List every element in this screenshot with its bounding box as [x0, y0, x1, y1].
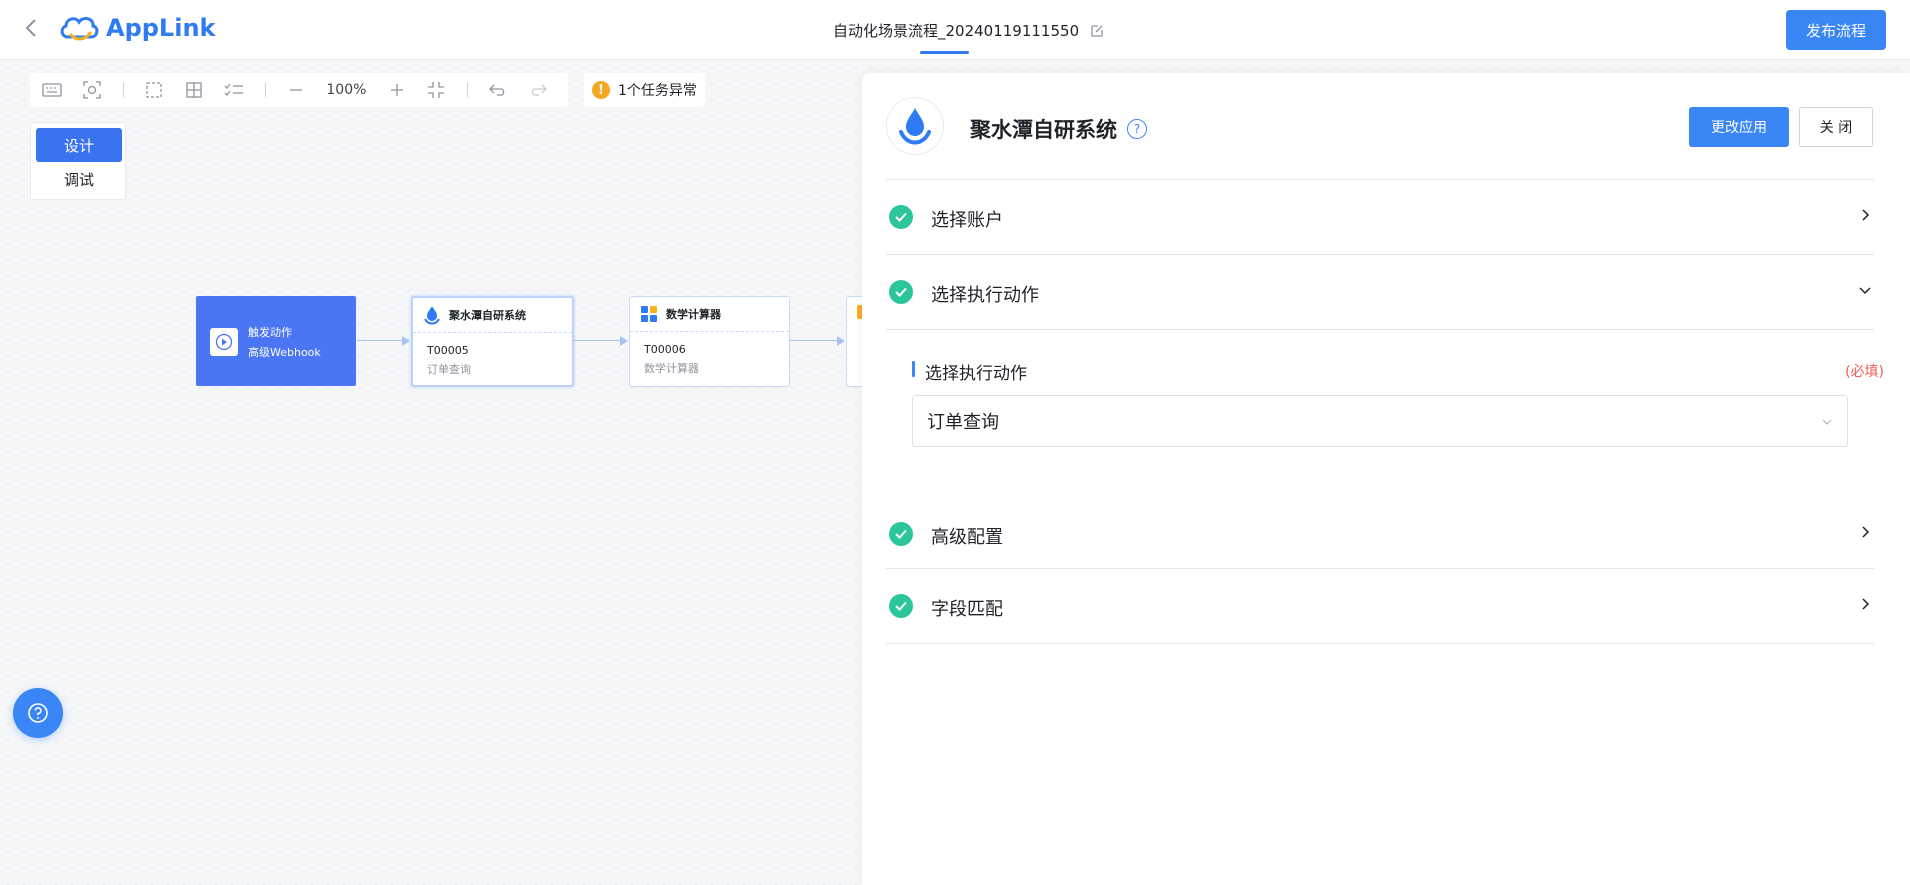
section-label: 选择账户 — [931, 210, 1003, 231]
section-divider — [886, 643, 1874, 644]
chevron-down-icon — [1822, 419, 1832, 425]
connector-arrow — [620, 336, 628, 346]
title-active-underline — [920, 51, 969, 54]
toolbar-divider — [264, 83, 266, 97]
flow-node-jushuitan[interactable]: 聚水潭自研系统 T00005 订单查询 — [411, 296, 574, 387]
node-header: 数学计算器 — [630, 297, 789, 332]
canvas-toolbar: 100% — [30, 73, 568, 107]
app-name-text: 聚水潭自研系统 — [970, 118, 1117, 142]
node-title: 聚水潭自研系统 — [449, 309, 526, 322]
flow-connector — [357, 340, 403, 341]
section-select-action[interactable]: 选择执行动作 — [886, 254, 1874, 329]
zoom-in-icon[interactable] — [387, 79, 406, 101]
node-code: T00005 — [427, 344, 469, 357]
design-mode-button[interactable]: 设计 — [36, 128, 122, 162]
undo-icon[interactable] — [489, 79, 508, 101]
task-warning-text: 1个任务异常 — [618, 83, 697, 99]
flow-node-calculator[interactable]: 数学计算器 T00006 数学计算器 — [629, 296, 790, 387]
node-header: 聚水潭自研系统 — [413, 298, 572, 333]
screenshot-icon[interactable] — [83, 79, 102, 101]
trigger-node[interactable]: 触发动作 高级Webhook — [196, 296, 356, 386]
action-field-label: 选择执行动作 — [925, 364, 1027, 384]
publish-flow-button[interactable]: 发布流程 — [1786, 10, 1886, 50]
node-code: T00006 — [644, 343, 686, 356]
play-icon — [210, 328, 238, 356]
close-button[interactable]: 关 闭 — [1799, 107, 1873, 147]
check-icon — [889, 205, 913, 229]
trigger-node-title: 触发动作 — [248, 326, 292, 339]
change-app-button[interactable]: 更改应用 — [1689, 107, 1789, 147]
box-select-icon[interactable] — [145, 79, 164, 101]
connector-arrow — [837, 336, 845, 346]
section-field-mapping[interactable]: 字段匹配 — [886, 568, 1874, 643]
field-accent-bar — [912, 361, 915, 377]
check-icon — [889, 522, 913, 546]
node-subtitle: 数学计算器 — [644, 362, 699, 375]
mode-switch: 设计 调试 — [30, 122, 126, 200]
section-advanced-config[interactable]: 高级配置 — [886, 497, 1874, 572]
zoom-level: 100% — [326, 82, 367, 98]
back-icon[interactable] — [20, 14, 44, 42]
section-label: 高级配置 — [931, 527, 1003, 548]
chevron-right-icon — [1862, 598, 1870, 610]
section-label: 选择执行动作 — [931, 285, 1039, 306]
redo-icon[interactable] — [528, 79, 547, 101]
flow-connector — [790, 340, 838, 341]
cloud-logo-icon — [60, 17, 99, 41]
flow-title-text: 自动化场景流程_20240119111550 — [833, 22, 1080, 40]
question-icon — [28, 703, 48, 723]
chevron-right-icon — [1862, 209, 1870, 221]
applink-logo: AppLink — [58, 13, 216, 43]
zoom-out-icon[interactable] — [287, 79, 306, 101]
align-list-icon[interactable] — [224, 79, 244, 101]
brand-name: AppLink — [106, 14, 216, 42]
fit-screen-icon[interactable] — [427, 79, 446, 101]
calculator-icon — [641, 306, 657, 322]
grid-layout-icon[interactable] — [184, 79, 203, 101]
chevron-down-icon — [1859, 287, 1871, 295]
required-mark: (必填) — [1845, 364, 1884, 380]
help-button[interactable] — [13, 688, 63, 738]
action-select[interactable]: 订单查询 — [912, 395, 1848, 447]
section-label: 字段匹配 — [931, 599, 1003, 620]
action-select-value: 订单查询 — [927, 412, 999, 433]
connector-arrow — [402, 336, 410, 346]
top-header: AppLink 自动化场景流程_20240119111550 发布流程 — [0, 0, 1910, 60]
task-warning[interactable]: ! 1个任务异常 — [584, 73, 705, 107]
section-select-account[interactable]: 选择账户 — [886, 179, 1874, 254]
check-icon — [889, 594, 913, 618]
app-name: 聚水潭自研系统 ? — [970, 114, 1147, 144]
debug-mode-button[interactable]: 调试 — [63, 170, 94, 189]
toolbar-divider — [466, 83, 468, 97]
check-icon — [889, 280, 913, 304]
flow-title: 自动化场景流程_20240119111550 — [833, 20, 1105, 41]
warning-icon: ! — [592, 81, 610, 99]
flow-connector — [574, 340, 621, 341]
trigger-node-subtitle: 高级Webhook — [248, 346, 321, 359]
section-divider — [886, 329, 1874, 330]
node-subtitle: 订单查询 — [427, 363, 471, 376]
chevron-right-icon — [1862, 526, 1870, 538]
water-drop-icon — [424, 306, 440, 325]
node-config-panel: 聚水潭自研系统 ? 更改应用 关 闭 选择账户 选择执行动作 选择执行动作 (必… — [862, 73, 1910, 885]
node-title: 数学计算器 — [666, 308, 721, 321]
app-logo — [886, 97, 944, 155]
help-icon[interactable]: ? — [1127, 119, 1147, 139]
keyboard-icon[interactable] — [42, 79, 62, 101]
toolbar-divider — [122, 83, 124, 97]
edit-icon[interactable] — [1089, 23, 1105, 39]
water-drop-icon — [899, 108, 931, 145]
